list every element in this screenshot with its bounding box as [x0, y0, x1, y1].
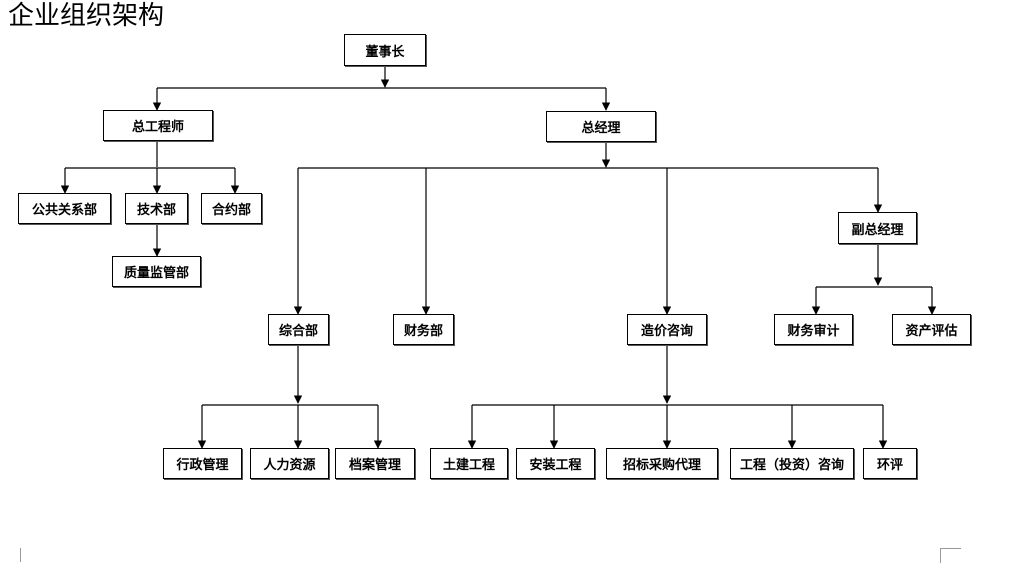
node-engineering-consulting: 工程（投资）咨询	[730, 448, 854, 479]
node-deputy-gm: 副总经理	[838, 212, 917, 244]
node-bidding-agency: 招标采购代理	[606, 448, 718, 479]
node-chairman: 董事长	[344, 34, 426, 66]
page-corner-mark-right	[940, 548, 961, 563]
node-general-affairs: 综合部	[268, 314, 329, 345]
node-chief-engineer: 总工程师	[103, 110, 213, 141]
node-administration: 行政管理	[163, 448, 242, 479]
node-general-manager: 总经理	[546, 111, 656, 142]
node-civil-engineering: 土建工程	[430, 448, 508, 479]
node-contract: 合约部	[201, 193, 262, 224]
node-installation: 安装工程	[516, 448, 595, 479]
node-hr: 人力资源	[250, 448, 329, 479]
node-cost-consulting: 造价咨询	[627, 314, 707, 345]
node-public-relations: 公共关系部	[18, 193, 111, 224]
node-financial-audit: 财务审计	[774, 314, 853, 345]
page-corner-mark-left	[0, 548, 21, 562]
node-quality: 质量监管部	[112, 256, 201, 287]
node-technical: 技术部	[125, 193, 188, 224]
node-asset-evaluation: 资产评估	[892, 314, 971, 345]
node-archives: 档案管理	[335, 448, 415, 479]
node-finance: 财务部	[393, 314, 454, 345]
page-title: 企业组织架构	[8, 1, 165, 31]
node-environmental: 环评	[863, 448, 917, 479]
